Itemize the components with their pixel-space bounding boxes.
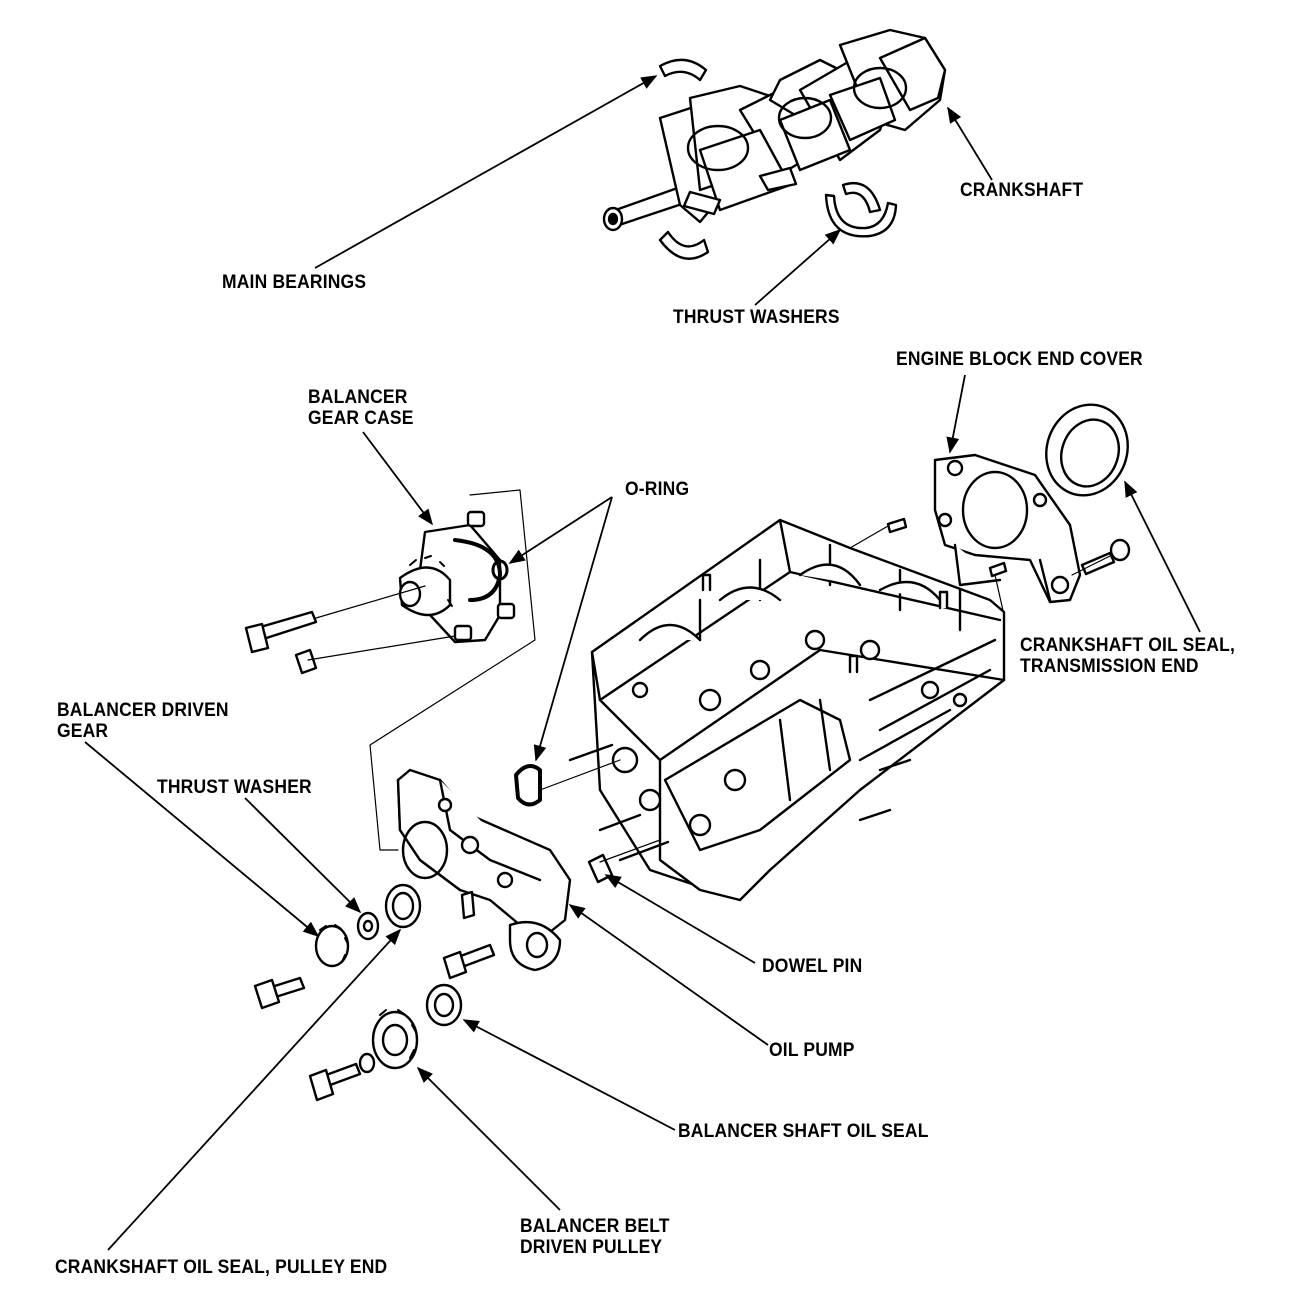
label-oil-pump: OIL PUMP bbox=[769, 1040, 855, 1061]
construction-lines bbox=[307, 489, 1111, 863]
o-ring-drawing bbox=[514, 764, 542, 807]
balancer-driven-gear-drawing bbox=[314, 924, 350, 968]
balancer-shaft-oil-seal-drawing bbox=[425, 983, 463, 1027]
thrust-washer-upper bbox=[841, 181, 882, 214]
driven-gear-bolt-drawing bbox=[253, 976, 306, 1010]
label-crankshaft-oil-seal-transmission-end: CRANKSHAFT OIL SEAL, TRANSMISSION END bbox=[1020, 635, 1236, 677]
crankshaft-drawing bbox=[602, 28, 947, 232]
balancer-belt-driven-pulley-drawing bbox=[371, 1009, 419, 1070]
leader-oil-pump bbox=[568, 904, 769, 1046]
label-main-bearings: MAIN BEARINGS bbox=[222, 272, 367, 293]
leader-o-ring-lower bbox=[533, 496, 613, 762]
thrust-washer-lower bbox=[824, 193, 898, 238]
leader-lines bbox=[84, 75, 1201, 1251]
leader-o-ring-upper bbox=[508, 496, 613, 564]
balancer-gear-case-drawing bbox=[398, 510, 516, 644]
leader-crankshaft bbox=[947, 106, 993, 181]
label-balancer-belt-driven-pulley: BALANCER BELT DRIVEN PULLEY bbox=[520, 1216, 670, 1258]
leader-seal-pulley bbox=[107, 928, 402, 1251]
leader-driven-gear bbox=[84, 741, 320, 938]
gear-case-bolt-drawing bbox=[244, 610, 318, 675]
leader-gear-case bbox=[362, 431, 433, 526]
thrust-washer-single-drawing bbox=[356, 911, 380, 941]
label-thrust-washers: THRUST WASHERS bbox=[673, 307, 840, 328]
engine-block-end-cover-drawing bbox=[933, 453, 1082, 604]
label-thrust-washer: THRUST WASHER bbox=[157, 777, 312, 798]
label-o-ring: O-RING bbox=[625, 479, 690, 500]
main-bearing-lower bbox=[658, 230, 710, 260]
crankshaft-oil-seal-transmission-drawing bbox=[1045, 403, 1129, 497]
pulley-bolt-drawing bbox=[308, 1052, 376, 1102]
label-engine-block-end-cover: ENGINE BLOCK END COVER bbox=[896, 349, 1143, 370]
label-balancer-gear-case: BALANCER GEAR CASE bbox=[308, 387, 414, 429]
main-bearing-upper bbox=[658, 58, 708, 82]
label-crankshaft-oil-seal-pulley-end: CRANKSHAFT OIL SEAL, PULLEY END bbox=[55, 1257, 388, 1278]
leader-belt-pulley bbox=[416, 1066, 561, 1211]
label-dowel-pin: DOWEL PIN bbox=[762, 956, 863, 977]
end-cover-dowels bbox=[886, 517, 1008, 578]
engine-block-drawing bbox=[568, 518, 1006, 902]
oil-pump-drawing bbox=[396, 768, 572, 972]
leader-end-cover bbox=[946, 374, 966, 454]
leader-dowel-pin bbox=[604, 874, 756, 964]
leader-balancer-shaft-seal bbox=[462, 1019, 676, 1131]
leader-thrust-washers bbox=[754, 228, 842, 306]
leader-main-bearings bbox=[314, 75, 658, 269]
label-balancer-driven-gear: BALANCER DRIVEN GEAR bbox=[57, 700, 229, 742]
crankshaft-oil-seal-pulley-drawing bbox=[384, 883, 422, 929]
leader-seal-transmission bbox=[1124, 480, 1201, 633]
oil-pump-bolt-drawing bbox=[442, 943, 496, 980]
end-cover-bolt-drawing bbox=[1080, 538, 1131, 576]
leader-thrust-washer bbox=[244, 797, 362, 914]
label-balancer-shaft-oil-seal: BALANCER SHAFT OIL SEAL bbox=[678, 1121, 929, 1142]
label-crankshaft: CRANKSHAFT bbox=[960, 180, 1084, 201]
